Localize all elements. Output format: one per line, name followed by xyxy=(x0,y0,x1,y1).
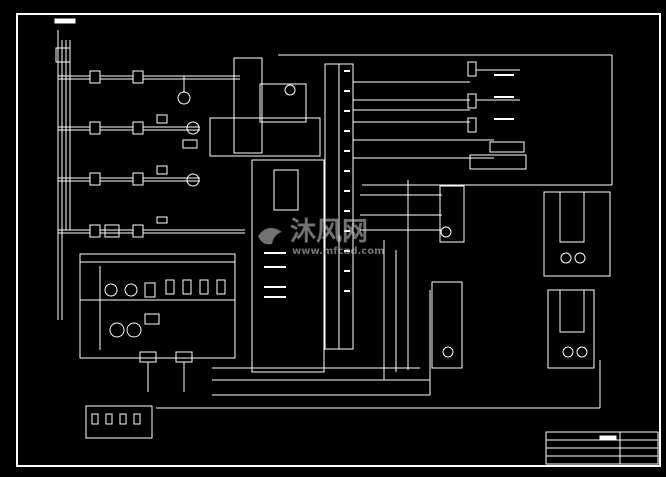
lower-left-control-panel xyxy=(79,253,236,359)
main-busbars xyxy=(54,18,76,320)
motor-branch-2 xyxy=(58,114,200,149)
terminal-markers xyxy=(264,70,514,298)
wiring-bus xyxy=(156,54,613,409)
sub-panel-c xyxy=(431,281,463,369)
title-block xyxy=(545,431,659,465)
motor-branch-4 xyxy=(58,216,245,238)
right-relay-group xyxy=(467,61,527,170)
drawing-frame xyxy=(16,13,661,467)
motor-branch-1 xyxy=(58,70,240,105)
starter-circuit xyxy=(85,351,193,439)
plc-terminal-block xyxy=(209,57,354,373)
sub-panel-d xyxy=(547,289,595,369)
sub-panel-a xyxy=(439,185,465,243)
motor-branch-3 xyxy=(58,165,200,187)
sub-panel-b xyxy=(543,191,611,277)
